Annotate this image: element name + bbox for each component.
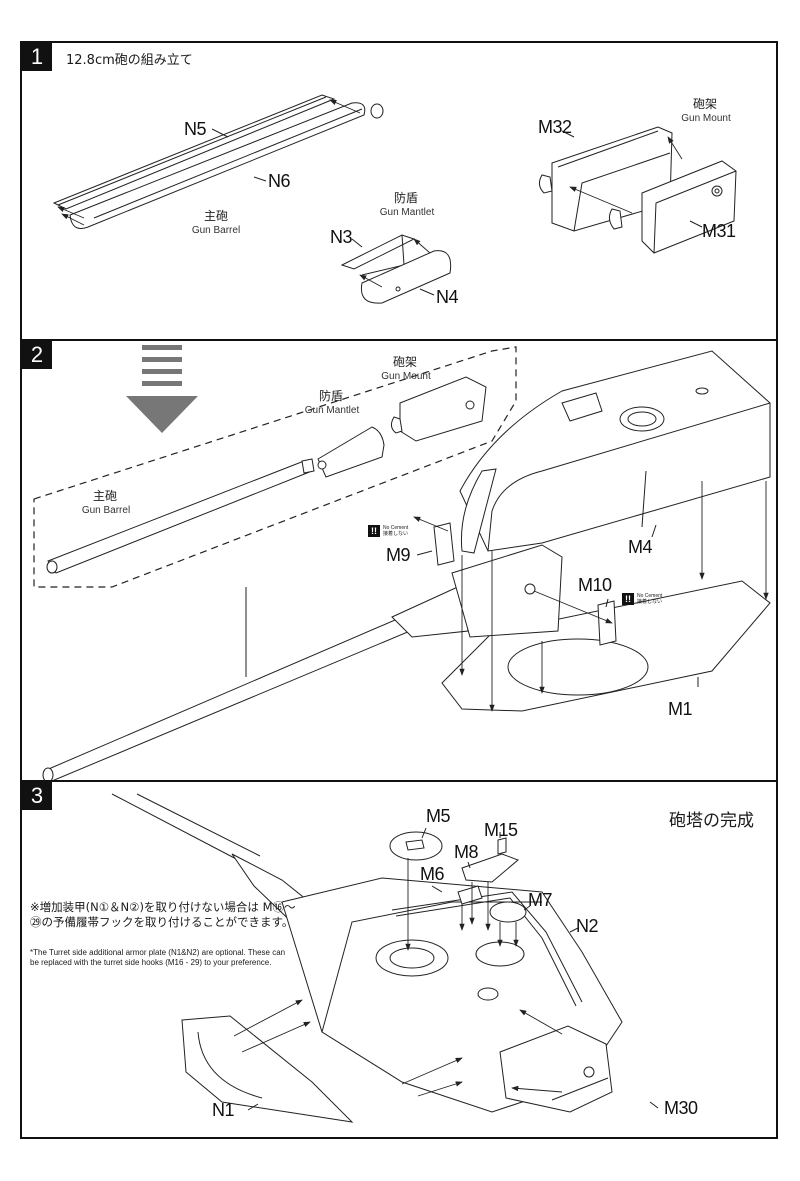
part-label-n4: N4 (436, 287, 459, 307)
step-title: 砲塔の完成 (669, 811, 754, 831)
part-label-m32: M32 (538, 117, 572, 137)
group-label-en: Gun Mantlet (379, 207, 435, 218)
step-title: 12.8cm砲の組み立て (66, 53, 193, 68)
group-label-en: Gun Barrel (191, 225, 241, 236)
part-label-m10: M10 (578, 575, 612, 595)
part-label-m6: M6 (420, 864, 445, 884)
group-label-jp: 防盾 (393, 191, 418, 205)
part-label-m4: M4 (628, 537, 653, 557)
step-2: 2 (22, 339, 776, 781)
instruction-sheet: 1 12.8cm砲の組み立て (20, 41, 778, 1139)
completed-turret (281, 877, 623, 1113)
group-label-jp: 主砲 (203, 209, 228, 223)
no-cement-en: No Cement (637, 593, 663, 599)
part-label-m1: M1 (668, 699, 693, 719)
no-cement-jp: 接着しない (383, 531, 409, 537)
optional-armor-note-jp: ※増加装甲(N①＆N②)を取り付けない場合は M⑯〜㉙の予備履帯フックを取り付け… (30, 900, 296, 929)
step-2-drawing (33, 345, 771, 781)
turret-floor-m1 (441, 580, 771, 712)
assembly-direction-arrow (126, 345, 198, 433)
group-label-en: Gun Mount (681, 113, 731, 124)
part-label-n6: N6 (268, 171, 291, 191)
gun-barrel-parts (52, 94, 384, 229)
step-1: 1 12.8cm砲の組み立て (22, 43, 776, 339)
group-label-jp: 防盾 (318, 389, 343, 403)
part-label-m15: M15 (484, 820, 518, 840)
part-label-n1: N1 (212, 1100, 235, 1120)
side-armor-n1 (181, 1015, 354, 1123)
step-number: 3 (22, 782, 52, 810)
part-label-n3: N3 (330, 227, 353, 247)
turret-upper-m4 (459, 350, 771, 554)
optional-armor-note-en: *The Turret side additional armor plate … (30, 948, 286, 967)
warning-icon: !! (368, 525, 380, 537)
no-cement-jp: 接着しない (637, 599, 663, 605)
part-label-n2: N2 (576, 916, 599, 936)
step-number: 2 (22, 341, 52, 369)
subassembly-outline (33, 346, 517, 588)
step-3: 3 砲塔の完成 (22, 780, 776, 1139)
part-label-m8: M8 (454, 842, 479, 862)
group-label-en: Gun Barrel (81, 505, 131, 516)
part-label-m30: M30 (664, 1098, 698, 1118)
part-label-m5: M5 (426, 806, 451, 826)
gun-mantlet-parts (340, 234, 452, 304)
group-label-en: Gun Mount (381, 371, 431, 382)
part-label-m9: M9 (386, 545, 411, 565)
step-1-drawing (52, 94, 737, 304)
part-label-m31: M31 (702, 221, 736, 241)
warning-icon: !! (622, 593, 634, 605)
group-label-jp: 主砲 (92, 489, 117, 503)
group-label-jp: 砲架 (692, 97, 717, 111)
group-label-jp: 砲架 (392, 355, 417, 369)
no-cement-en: No Cement (383, 525, 409, 531)
step-number: 1 (22, 43, 52, 71)
group-label-en: Gun Mantlet (304, 405, 360, 416)
no-cement-note: !! No Cement 接着しない (368, 525, 408, 537)
step-3-drawing (111, 793, 659, 1123)
part-label-n5: N5 (184, 119, 207, 139)
part-label-m7: M7 (528, 890, 553, 910)
no-cement-note: !! No Cement 接着しない (622, 593, 662, 605)
gun-mount-parts (538, 126, 737, 254)
